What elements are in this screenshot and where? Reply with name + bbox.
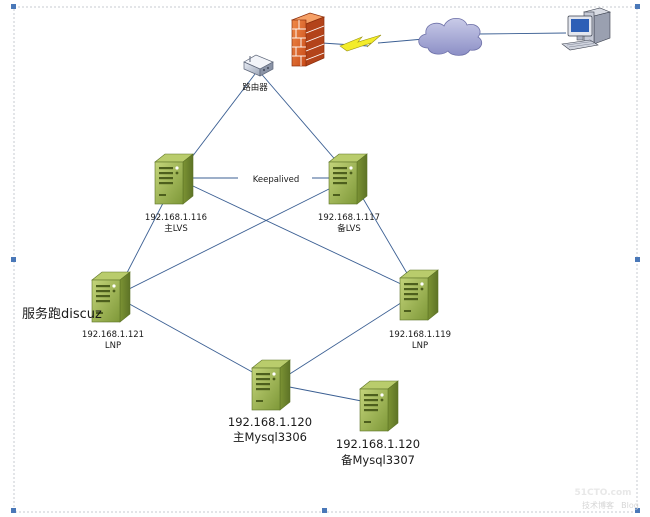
keepalived-label: Keepalived xyxy=(253,175,300,185)
watermark-blog-en: Blog xyxy=(621,501,639,510)
lnp-left-role: LNP xyxy=(105,341,121,351)
link-lvs-master-lnp-right xyxy=(175,177,419,293)
server-lvs-master-icon xyxy=(154,153,194,205)
handle-bottom-left[interactable] xyxy=(11,508,16,513)
router-icon xyxy=(243,54,274,77)
handle-middle-left[interactable] xyxy=(11,257,16,262)
watermark-brand: 51CTO.com xyxy=(574,488,631,498)
connection-dots xyxy=(113,176,420,386)
handle-top-left[interactable] xyxy=(11,4,16,9)
link-lnp-left-mysql xyxy=(114,295,275,385)
lightning-bolt-icon xyxy=(339,34,382,52)
firewall-icon xyxy=(290,12,326,67)
watermark-blog-cn: 技术博客 xyxy=(582,500,614,510)
server-lnp-right-icon xyxy=(399,269,439,321)
handle-bottom-right[interactable] xyxy=(635,508,640,513)
mysql-master-role: 主Mysql3306 xyxy=(233,430,307,444)
lvs-master-ip: 192.168.1.116 xyxy=(145,213,207,223)
server-mysql-master-icon xyxy=(251,359,291,411)
lvs-master-role: 主LVS xyxy=(164,223,188,234)
handle-middle-right[interactable] xyxy=(635,257,640,262)
cloud-icon xyxy=(418,17,483,56)
link-lnp-right-mysql xyxy=(273,291,419,385)
link-lvs-backup-lnp-left xyxy=(114,177,352,297)
lnp-right-role: LNP xyxy=(412,341,428,351)
diagram-frame xyxy=(13,6,638,513)
selection-handles[interactable] xyxy=(11,4,640,513)
side-note: 服务跑discuz xyxy=(22,306,102,322)
mysql-master-ip: 192.168.1.120 xyxy=(228,415,312,429)
handle-bottom-middle[interactable] xyxy=(322,508,327,513)
keepalived-label-bg xyxy=(238,172,312,184)
server-mysql-backup-icon xyxy=(359,380,399,432)
lnp-right-ip: 192.168.1.119 xyxy=(389,330,451,340)
mysql-backup-role: 备Mysql3307 xyxy=(341,453,415,467)
link-cloud-client xyxy=(477,32,567,35)
lvs-backup-role: 备LVS xyxy=(337,223,361,234)
link-bolt-cloud xyxy=(377,38,425,44)
handle-top-right[interactable] xyxy=(635,4,640,9)
desktop-computer-icon xyxy=(561,7,611,51)
lnp-left-ip: 192.168.1.121 xyxy=(82,330,144,340)
router-label: 路由器 xyxy=(242,82,268,93)
mysql-backup-ip: 192.168.1.120 xyxy=(336,437,420,451)
server-lvs-backup-icon xyxy=(328,153,368,205)
lvs-backup-ip: 192.168.1.117 xyxy=(318,213,380,223)
